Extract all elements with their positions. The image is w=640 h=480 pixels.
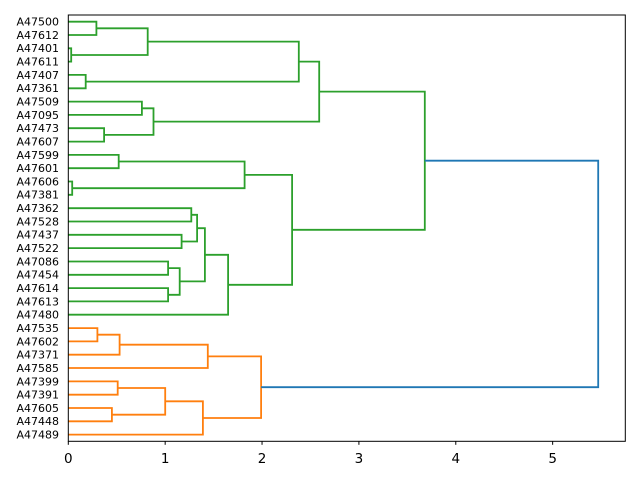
leaf-label: A47602 bbox=[16, 335, 59, 348]
dendrogram-link bbox=[68, 260, 169, 276]
leaf-label: A47361 bbox=[16, 82, 59, 95]
leaf-label: A47528 bbox=[16, 215, 59, 228]
x-tick-label: 2 bbox=[258, 451, 267, 467]
leaf-label: A47086 bbox=[16, 255, 59, 268]
x-tick-label: 5 bbox=[548, 451, 557, 467]
dendrogram-link bbox=[68, 233, 183, 249]
dendrogram-link bbox=[68, 127, 105, 143]
leaf-label: A47585 bbox=[16, 362, 59, 375]
leaf-label: A47607 bbox=[16, 135, 59, 148]
dendrogram-link bbox=[68, 407, 113, 423]
dendrogram-link bbox=[68, 327, 99, 343]
leaf-label: A47454 bbox=[16, 269, 59, 282]
leaf-label: A47500 bbox=[16, 16, 59, 29]
dendrogram-link bbox=[68, 74, 87, 90]
dendrogram-link bbox=[228, 174, 293, 286]
dendrogram-link bbox=[72, 160, 246, 190]
leaf-label: A47448 bbox=[16, 415, 59, 428]
leaf-label: A47613 bbox=[16, 295, 59, 308]
x-tick-label: 0 bbox=[64, 451, 73, 467]
dendrogram-link bbox=[68, 287, 169, 303]
dendrogram-link bbox=[85, 40, 300, 83]
leaf-label: A47601 bbox=[16, 162, 59, 175]
plot-border bbox=[67, 14, 626, 442]
leaf-label: A47407 bbox=[16, 69, 59, 82]
dendrogram-link bbox=[68, 100, 143, 116]
leaf-label: A47095 bbox=[16, 109, 59, 122]
dendrogram-link bbox=[202, 355, 262, 419]
leaf-label: A47614 bbox=[16, 282, 59, 295]
dendrogram-link bbox=[68, 20, 98, 36]
dendrogram-link bbox=[68, 400, 204, 436]
x-tick-label: 4 bbox=[451, 451, 460, 467]
dendrogram-link bbox=[261, 159, 600, 389]
leaf-label: A47535 bbox=[16, 322, 59, 335]
leaf-label: A47437 bbox=[16, 229, 59, 242]
leaf-label: A47489 bbox=[16, 429, 59, 442]
leaf-label: A47611 bbox=[16, 56, 59, 69]
leaf-label: A47480 bbox=[16, 309, 59, 322]
dendrogram-link bbox=[153, 60, 321, 123]
dendrogram-link bbox=[68, 380, 119, 396]
leaf-label: A47599 bbox=[16, 149, 59, 162]
leaf-label: A47612 bbox=[16, 29, 59, 42]
dendrogram-link bbox=[68, 180, 74, 196]
leaf-label: A47473 bbox=[16, 122, 59, 135]
leaf-label: A47362 bbox=[16, 202, 59, 215]
leaf-label: A47371 bbox=[16, 349, 59, 362]
dendrogram-link bbox=[104, 107, 155, 136]
leaf-label: A47381 bbox=[16, 189, 59, 202]
dendrogram-link bbox=[179, 227, 206, 283]
leaf-label: A47399 bbox=[16, 375, 59, 388]
dendrogram-link bbox=[292, 90, 426, 231]
dendrogram-link bbox=[111, 387, 167, 416]
leaf-label: A47401 bbox=[16, 42, 59, 55]
dendrogram-link bbox=[71, 27, 149, 56]
dendrogram-link bbox=[168, 267, 181, 296]
leaf-label: A47391 bbox=[16, 389, 59, 402]
dendrogram-link bbox=[68, 333, 121, 356]
leaf-label: A47606 bbox=[16, 175, 59, 188]
leaf-label: A47605 bbox=[16, 402, 59, 415]
dendrogram-link bbox=[68, 207, 193, 223]
dendrogram-link bbox=[181, 213, 198, 243]
x-tick-label: 1 bbox=[161, 451, 170, 467]
leaf-label: A47509 bbox=[16, 95, 59, 108]
dendrogram-link bbox=[68, 343, 209, 369]
dendrogram-link bbox=[68, 154, 120, 170]
leaf-label: A47522 bbox=[16, 242, 59, 255]
x-tick-label: 3 bbox=[355, 451, 364, 467]
